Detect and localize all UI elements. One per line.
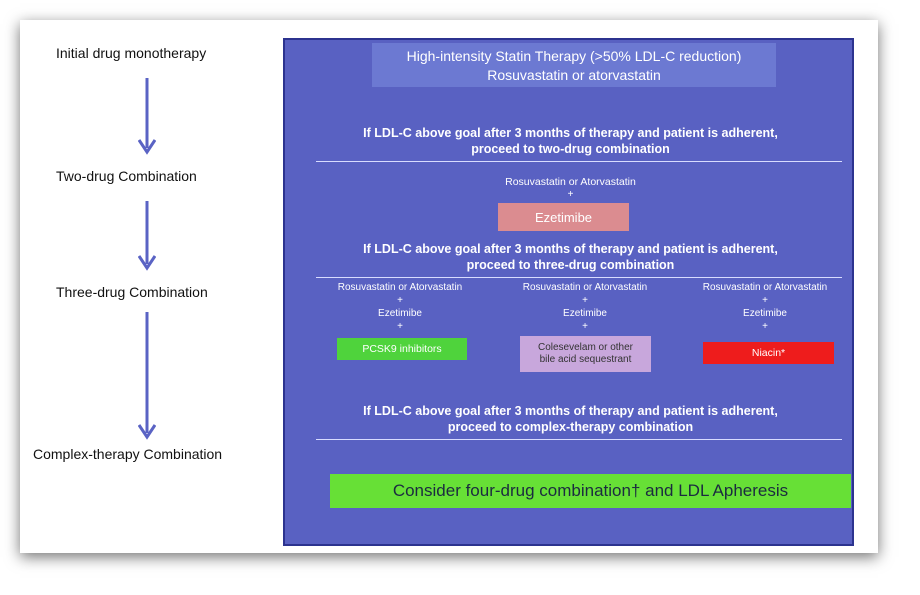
- title-line-1: High-intensity Statin Therapy (>50% LDL-…: [406, 48, 742, 64]
- down-arrow-icon: [138, 201, 156, 271]
- plus-sign: +: [582, 295, 588, 306]
- option-statin-label: Rosuvastatin or Atorvastatin: [702, 282, 828, 293]
- step-label-complex-therapy: Complex-therapy Combination: [33, 446, 223, 462]
- down-arrow-icon: [138, 312, 156, 440]
- option-ezetimibe-label: Ezetimibe: [563, 308, 607, 319]
- pcsk9-inhibitors-box: PCSK9 inhibitors: [337, 338, 467, 360]
- therapy-flow-panel: High-intensity Statin Therapy (>50% LDL-…: [283, 38, 854, 546]
- condition-three-drug: If LDL-C above goal after 3 months of th…: [285, 241, 856, 273]
- plus-sign: +: [397, 321, 403, 332]
- step-label-monotherapy: Initial drug monotherapy: [56, 45, 207, 61]
- statin-therapy-title-box: High-intensity Statin Therapy (>50% LDL-…: [372, 43, 776, 87]
- option-statin-label: Rosuvastatin or Atorvastatin: [522, 282, 648, 293]
- niacin-box: Niacin*: [703, 342, 834, 364]
- option-statin-label: Rosuvastatin or Atorvastatin: [337, 282, 463, 293]
- plus-sign: +: [762, 295, 768, 306]
- step-label-two-drug: Two-drug Combination: [56, 168, 197, 184]
- two-drug-statin-label: Rosuvastatin or Atorvastatin: [505, 176, 636, 188]
- divider: [316, 439, 842, 440]
- addon-label: Colesevelam or other: [537, 341, 634, 353]
- title-line-2: Rosuvastatin or atorvastatin: [487, 67, 661, 83]
- option-ezetimibe-label: Ezetimibe: [378, 308, 422, 319]
- divider: [316, 277, 842, 278]
- condition-complex-therapy: If LDL-C above goal after 3 months of th…: [285, 403, 856, 435]
- condition-line: If LDL-C above goal after 3 months of th…: [363, 126, 778, 140]
- addon-label: PCSK9 inhibitors: [362, 343, 442, 355]
- condition-line: If LDL-C above goal after 3 months of th…: [363, 404, 778, 418]
- down-arrow-icon: [138, 78, 156, 155]
- addon-label: bile acid sequestrant: [539, 354, 632, 365]
- condition-line: If LDL-C above goal after 3 months of th…: [363, 242, 778, 256]
- bile-acid-sequestrant-box: Colesevelam or other bile acid sequestra…: [520, 336, 651, 372]
- four-drug-apheresis-box: Consider four-drug combination† and LDL …: [330, 474, 851, 508]
- plus-sign: +: [582, 321, 588, 332]
- step-label-three-drug: Three-drug Combination: [56, 284, 208, 300]
- condition-line: proceed to complex-therapy combination: [447, 420, 694, 434]
- option-ezetimibe-label: Ezetimibe: [743, 308, 787, 319]
- condition-two-drug: If LDL-C above goal after 3 months of th…: [285, 125, 856, 157]
- divider: [316, 161, 842, 162]
- addon-label: Niacin*: [751, 347, 786, 359]
- ezetimibe-box: Ezetimibe: [498, 203, 629, 231]
- plus-sign: +: [397, 295, 403, 306]
- plus-sign: +: [567, 189, 574, 200]
- condition-line: proceed to two-drug combination: [471, 142, 670, 156]
- plus-sign: +: [762, 321, 768, 332]
- condition-line: proceed to three-drug combination: [466, 258, 675, 272]
